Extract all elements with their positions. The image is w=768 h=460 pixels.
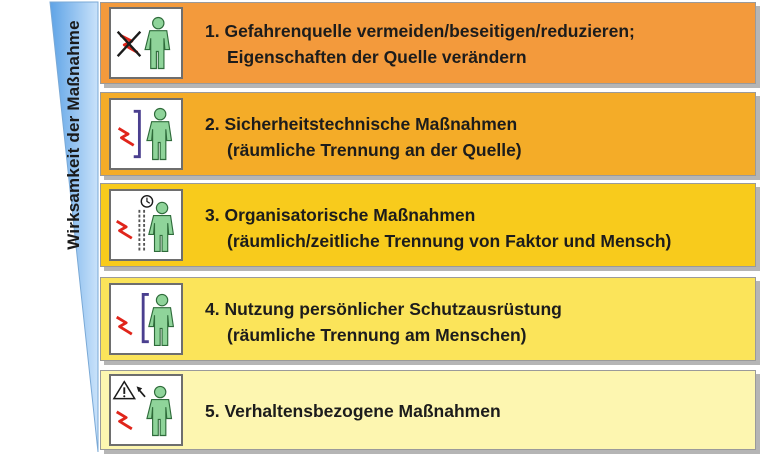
- measure-3-line1: 3. Organisatorische Maßnahmen: [205, 205, 476, 225]
- measure-4-text: 4. Nutzung persönlicher Schutzausrüstung…: [205, 296, 745, 348]
- measure-2-line2: (räumliche Trennung an der Quelle): [227, 140, 522, 160]
- time-separation-icon: [109, 189, 183, 261]
- measure-2-line1: 2. Sicherheitstechnische Maßnahmen: [205, 114, 518, 134]
- measure-4-line2: (räumliche Trennung am Menschen): [227, 325, 527, 345]
- measure-3-line2: (räumlich/zeitliche Trennung von Faktor …: [227, 231, 672, 251]
- measure-box-4: 4. Nutzung persönlicher Schutzausrüstung…: [100, 277, 756, 361]
- measure-4-line1: 4. Nutzung persönlicher Schutzausrüstung: [205, 299, 562, 319]
- measure-5-text: 5. Verhaltensbezogene Maßnahmen: [205, 398, 745, 424]
- measure-2-text: 2. Sicherheitstechnische Maßnahmen (räum…: [205, 111, 745, 163]
- warning-behavior-icon: [109, 374, 183, 446]
- barrier-at-source-icon: [109, 98, 183, 170]
- measure-3-text: 3. Organisatorische Maßnahmen (räumlich/…: [205, 202, 745, 254]
- measure-box-1: 1. Gefahrenquelle vermeiden/beseitigen/r…: [100, 2, 756, 84]
- measure-box-3: 3. Organisatorische Maßnahmen (räumlich/…: [100, 183, 756, 267]
- measure-box-2: 2. Sicherheitstechnische Maßnahmen (räum…: [100, 92, 756, 176]
- axis-label-text: Wirksamkeit der Maßnahme: [64, 20, 83, 250]
- crossed-out-hazard-icon: [109, 7, 183, 79]
- measure-box-5: 5. Verhaltensbezogene Maßnahmen: [100, 370, 756, 450]
- personal-protection-icon: [109, 283, 183, 355]
- measure-1-text: 1. Gefahrenquelle vermeiden/beseitigen/r…: [205, 18, 745, 70]
- measure-1-line2: Eigenschaften der Quelle verändern: [227, 47, 527, 67]
- measure-1-line1: 1. Gefahrenquelle vermeiden/beseitigen/r…: [205, 21, 635, 41]
- measure-5-line1: 5. Verhaltensbezogene Maßnahmen: [205, 401, 501, 421]
